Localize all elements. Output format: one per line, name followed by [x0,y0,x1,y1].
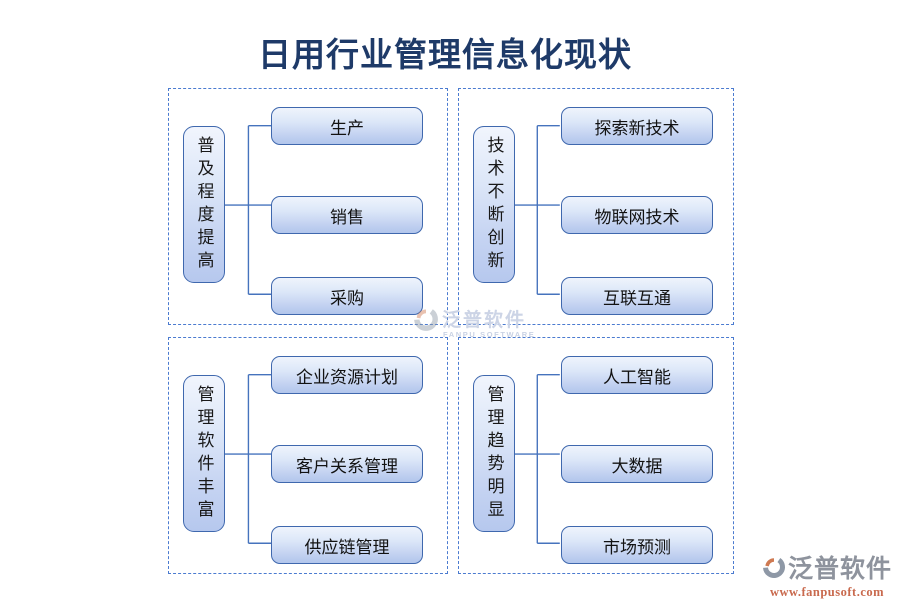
category-label: 管理趋势明显 [473,375,515,532]
diagram-node: 人工智能 [561,356,713,394]
footer-logo: 泛普软件 www.fanpusoft.com [762,549,892,600]
category-label: 管理软件丰富 [183,375,225,532]
diagram-node: 销售 [271,196,423,234]
section-tech-innovation: 技术不断创新 探索新技术 物联网技术 互联互通 [458,88,734,325]
connector-lines [224,373,272,544]
footer-url: www.fanpusoft.com [769,585,885,599]
connector-lines [513,373,560,544]
category-label: 技术不断创新 [473,126,515,283]
page-title: 日用行业管理信息化现状 [258,38,632,74]
connector-lines [224,124,272,295]
center-watermark: 泛普软件 FANPU SOFTWARE [413,305,535,339]
diagram-node: 采购 [271,277,423,315]
diagram-node: 客户关系管理 [271,445,423,483]
diagram-node: 物联网技术 [561,196,713,234]
fanpu-logo-icon [414,306,438,331]
fanpu-logo-icon [763,556,785,578]
connector-lines [513,124,560,295]
diagram-node: 企业资源计划 [271,356,423,394]
diagram-node: 市场预测 [561,526,713,564]
footer-brand: 泛普软件 [788,555,893,583]
watermark-brand: 泛普软件 [442,310,527,331]
section-popularization: 普及程度提高 生产 销售 采购 [168,88,448,325]
watermark-subtext: FANPU SOFTWARE [443,330,536,339]
diagram-node: 互联互通 [561,277,713,315]
section-software-abundant: 管理软件丰富 企业资源计划 客户关系管理 供应链管理 [168,337,448,574]
section-trend-obvious: 管理趋势明显 人工智能 大数据 市场预测 [458,337,734,574]
diagram-node: 生产 [271,107,423,145]
diagram-node: 探索新技术 [561,107,713,145]
diagram-node: 供应链管理 [271,526,423,564]
diagram-node: 大数据 [561,445,713,483]
category-label: 普及程度提高 [183,126,225,283]
